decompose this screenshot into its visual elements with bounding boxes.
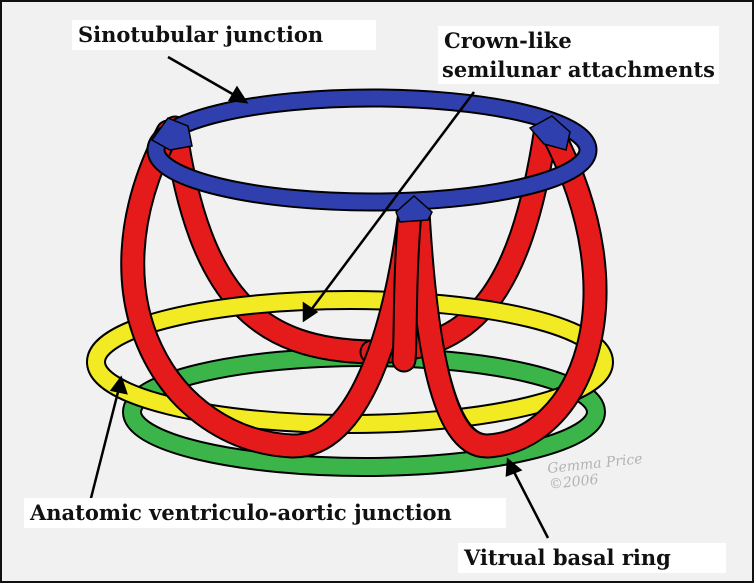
sinotubular-junction-label: Sinotubular junction bbox=[72, 20, 376, 50]
arrowhead-anatomic bbox=[109, 375, 128, 395]
crown-like-text: Crown-like bbox=[444, 28, 572, 53]
semilunar-attachments-text: semilunar attachments bbox=[442, 57, 715, 82]
arrowhead-crown bbox=[302, 301, 319, 323]
crown-like-attachments-label: Crown-like semilunar attachments bbox=[438, 26, 719, 84]
pointer-arrows bbox=[88, 55, 550, 539]
virtual-basal-ring-label: Vitrual basal ring bbox=[458, 543, 726, 573]
basal-ring-text: Vitrual basal ring bbox=[464, 545, 671, 570]
anatomic-ventriculo-aortic-junction-label: Anatomic ventriculo-aortic junction bbox=[24, 498, 506, 528]
arrow-anatomic bbox=[88, 387, 121, 503]
arrow-basal bbox=[511, 469, 550, 539]
crown-front bbox=[120, 119, 608, 459]
anatomic-junction-text: Anatomic ventriculo-aortic junction bbox=[30, 500, 452, 525]
commissure-peaks bbox=[150, 115, 571, 223]
sinotubular-junction-text: Sinotubular junction bbox=[78, 22, 324, 47]
arrow-crown bbox=[309, 91, 476, 311]
sinotubular-ring-fill bbox=[148, 90, 596, 210]
arrow-sinotubular bbox=[167, 55, 237, 98]
arrowhead-basal bbox=[505, 457, 523, 477]
arrowhead-sinotubular bbox=[227, 85, 249, 104]
